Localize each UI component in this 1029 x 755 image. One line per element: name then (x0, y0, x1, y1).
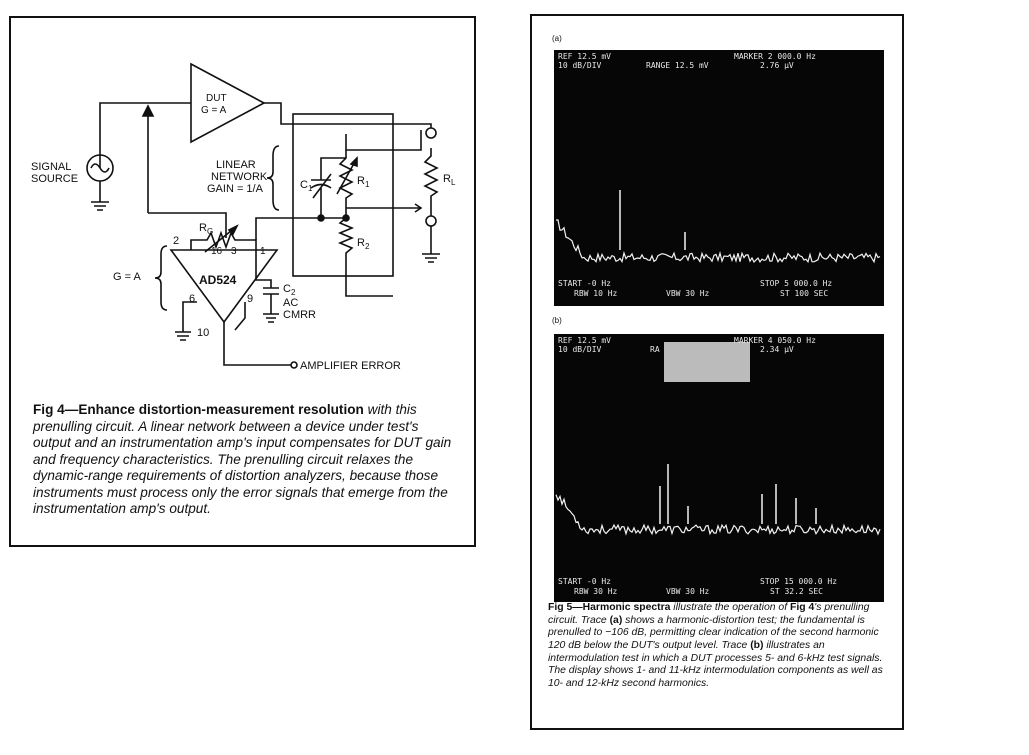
trace-a-range: RANGE 12.5 mV (646, 61, 709, 70)
fig4-caption-title: Fig 4—Enhance distortion-measurement res… (33, 402, 364, 417)
dut-amplifier-symbol (190, 62, 266, 144)
trace-a-marker-freq: MARKER 2 000.0 Hz (734, 52, 816, 61)
pin-9-label: 9 (247, 293, 253, 305)
fig5-caption-part: (b) (750, 640, 764, 652)
r1-label: R1 (357, 175, 370, 189)
fig5-caption-part: 's prenulling circuit. Trace (548, 602, 870, 626)
pin-16-label: 16 (211, 246, 223, 257)
trace-a-spectrum-line (556, 219, 881, 264)
trace-b-marker-value: 2.34 µV (760, 345, 794, 354)
trace-b-range: RA (650, 345, 660, 354)
spectrum-trace-b: REF 12.5 mV 10 dB/DIV RA MARKER 4 050.0 … (554, 334, 884, 602)
fig4-panel: DUT G = A SIGNAL SOURCE LINEAR NETWORK G… (9, 16, 476, 547)
ad524-gain-label: G = A (113, 271, 141, 283)
linear-network-gain-label: GAIN = 1/A (207, 183, 264, 195)
dut-gain-label: G = A (201, 105, 227, 116)
pin-3-label: 3 (231, 246, 237, 257)
load-resistor-rl (423, 148, 439, 218)
c2-label: C2 (283, 283, 296, 297)
rl-label: RL (443, 173, 456, 187)
trace-b-bright-glare (664, 342, 750, 382)
fig5-caption-part: Fig 5—Harmonic spectra (548, 602, 671, 613)
ad524-label: AD524 (199, 273, 237, 287)
trace-b-start: START -0 Hz (558, 577, 611, 586)
trace-b-marker-freq: MARKER 4 050.0 Hz (734, 336, 816, 345)
fig5-caption-part: illustrate the operation of (670, 602, 790, 613)
c2-cmrr-label: CMRR (283, 309, 316, 321)
fig5-panel: (a) REF 12.5 mV 10 dB/DIV RANGE 12.5 mV … (530, 14, 904, 730)
prenulling-circuit-schematic: DUT G = A SIGNAL SOURCE LINEAR NETWORK G… (31, 62, 456, 372)
r1-r2-resistor-chain (337, 150, 393, 297)
trace-b-sweep-time: ST 32.2 SEC (770, 587, 823, 596)
trace-b-spectrum-line (555, 494, 881, 536)
fig5-caption-part: shows a harmonic-distortion test; the fu… (548, 614, 879, 652)
trace-a-rbw: RBW 10 Hz (574, 289, 618, 298)
trace-b-ref-level: REF 12.5 mV (558, 336, 611, 345)
dut-label: DUT (206, 93, 227, 104)
trace-b-label: (b) (552, 316, 562, 325)
pin-6-label: 6 (189, 293, 195, 305)
trace-a-marker-value: 2.76 µV (760, 61, 794, 70)
trace-a-sweep-time: ST 100 SEC (780, 289, 828, 298)
ground-symbol-source (91, 201, 109, 211)
spectrum-trace-a: REF 12.5 mV 10 dB/DIV RANGE 12.5 mV MARK… (554, 50, 884, 306)
trace-a-label: (a) (552, 34, 562, 43)
trace-b-vbw: VBW 30 Hz (666, 587, 710, 596)
trace-a-vbw: VBW 30 Hz (666, 289, 710, 298)
pin-2-label: 2 (173, 235, 179, 247)
fig5-caption-part: (a) (609, 614, 623, 626)
rg-label: RG (199, 222, 213, 236)
pin-10-label: 10 (197, 327, 209, 339)
signal-source-label-2: SOURCE (31, 173, 78, 185)
r2-label: R2 (357, 237, 370, 251)
fig5-caption: Fig 5—Harmonic spectra illustrate the op… (548, 602, 893, 691)
trace-a-start: START -0 Hz (558, 279, 611, 288)
fig4-caption: Fig 4—Enhance distortion-measurement res… (33, 402, 458, 518)
linear-network-label-2: NETWORK (211, 171, 268, 183)
fig4-caption-body: with this prenulling circuit. A linear n… (33, 402, 452, 517)
pin-1-label: 1 (260, 246, 266, 257)
amplifier-error-label: AMPLIFIER ERROR (300, 360, 401, 372)
c2-ac-label: AC (283, 297, 298, 309)
trace-b-scale: 10 dB/DIV (558, 345, 602, 354)
trace-b-stop: STOP 15 000.0 Hz (760, 577, 837, 586)
trace-a-ref-level: REF 12.5 mV (558, 52, 611, 61)
fig5-caption-part: illustrates an intermodulation test in w… (548, 640, 883, 690)
c1-label: C1 (300, 179, 313, 193)
linear-network-box (292, 113, 394, 277)
trace-a-stop: STOP 5 000.0 Hz (760, 279, 832, 288)
ad524-amplifier-symbol (169, 249, 279, 324)
trace-a-scale: 10 dB/DIV (558, 61, 602, 70)
fig5-caption-part: Fig 4 (790, 602, 815, 613)
signal-source-label-1: SIGNAL (31, 161, 71, 173)
trace-b-rbw: RBW 30 Hz (574, 587, 618, 596)
linear-network-label-1: LINEAR (216, 159, 256, 171)
